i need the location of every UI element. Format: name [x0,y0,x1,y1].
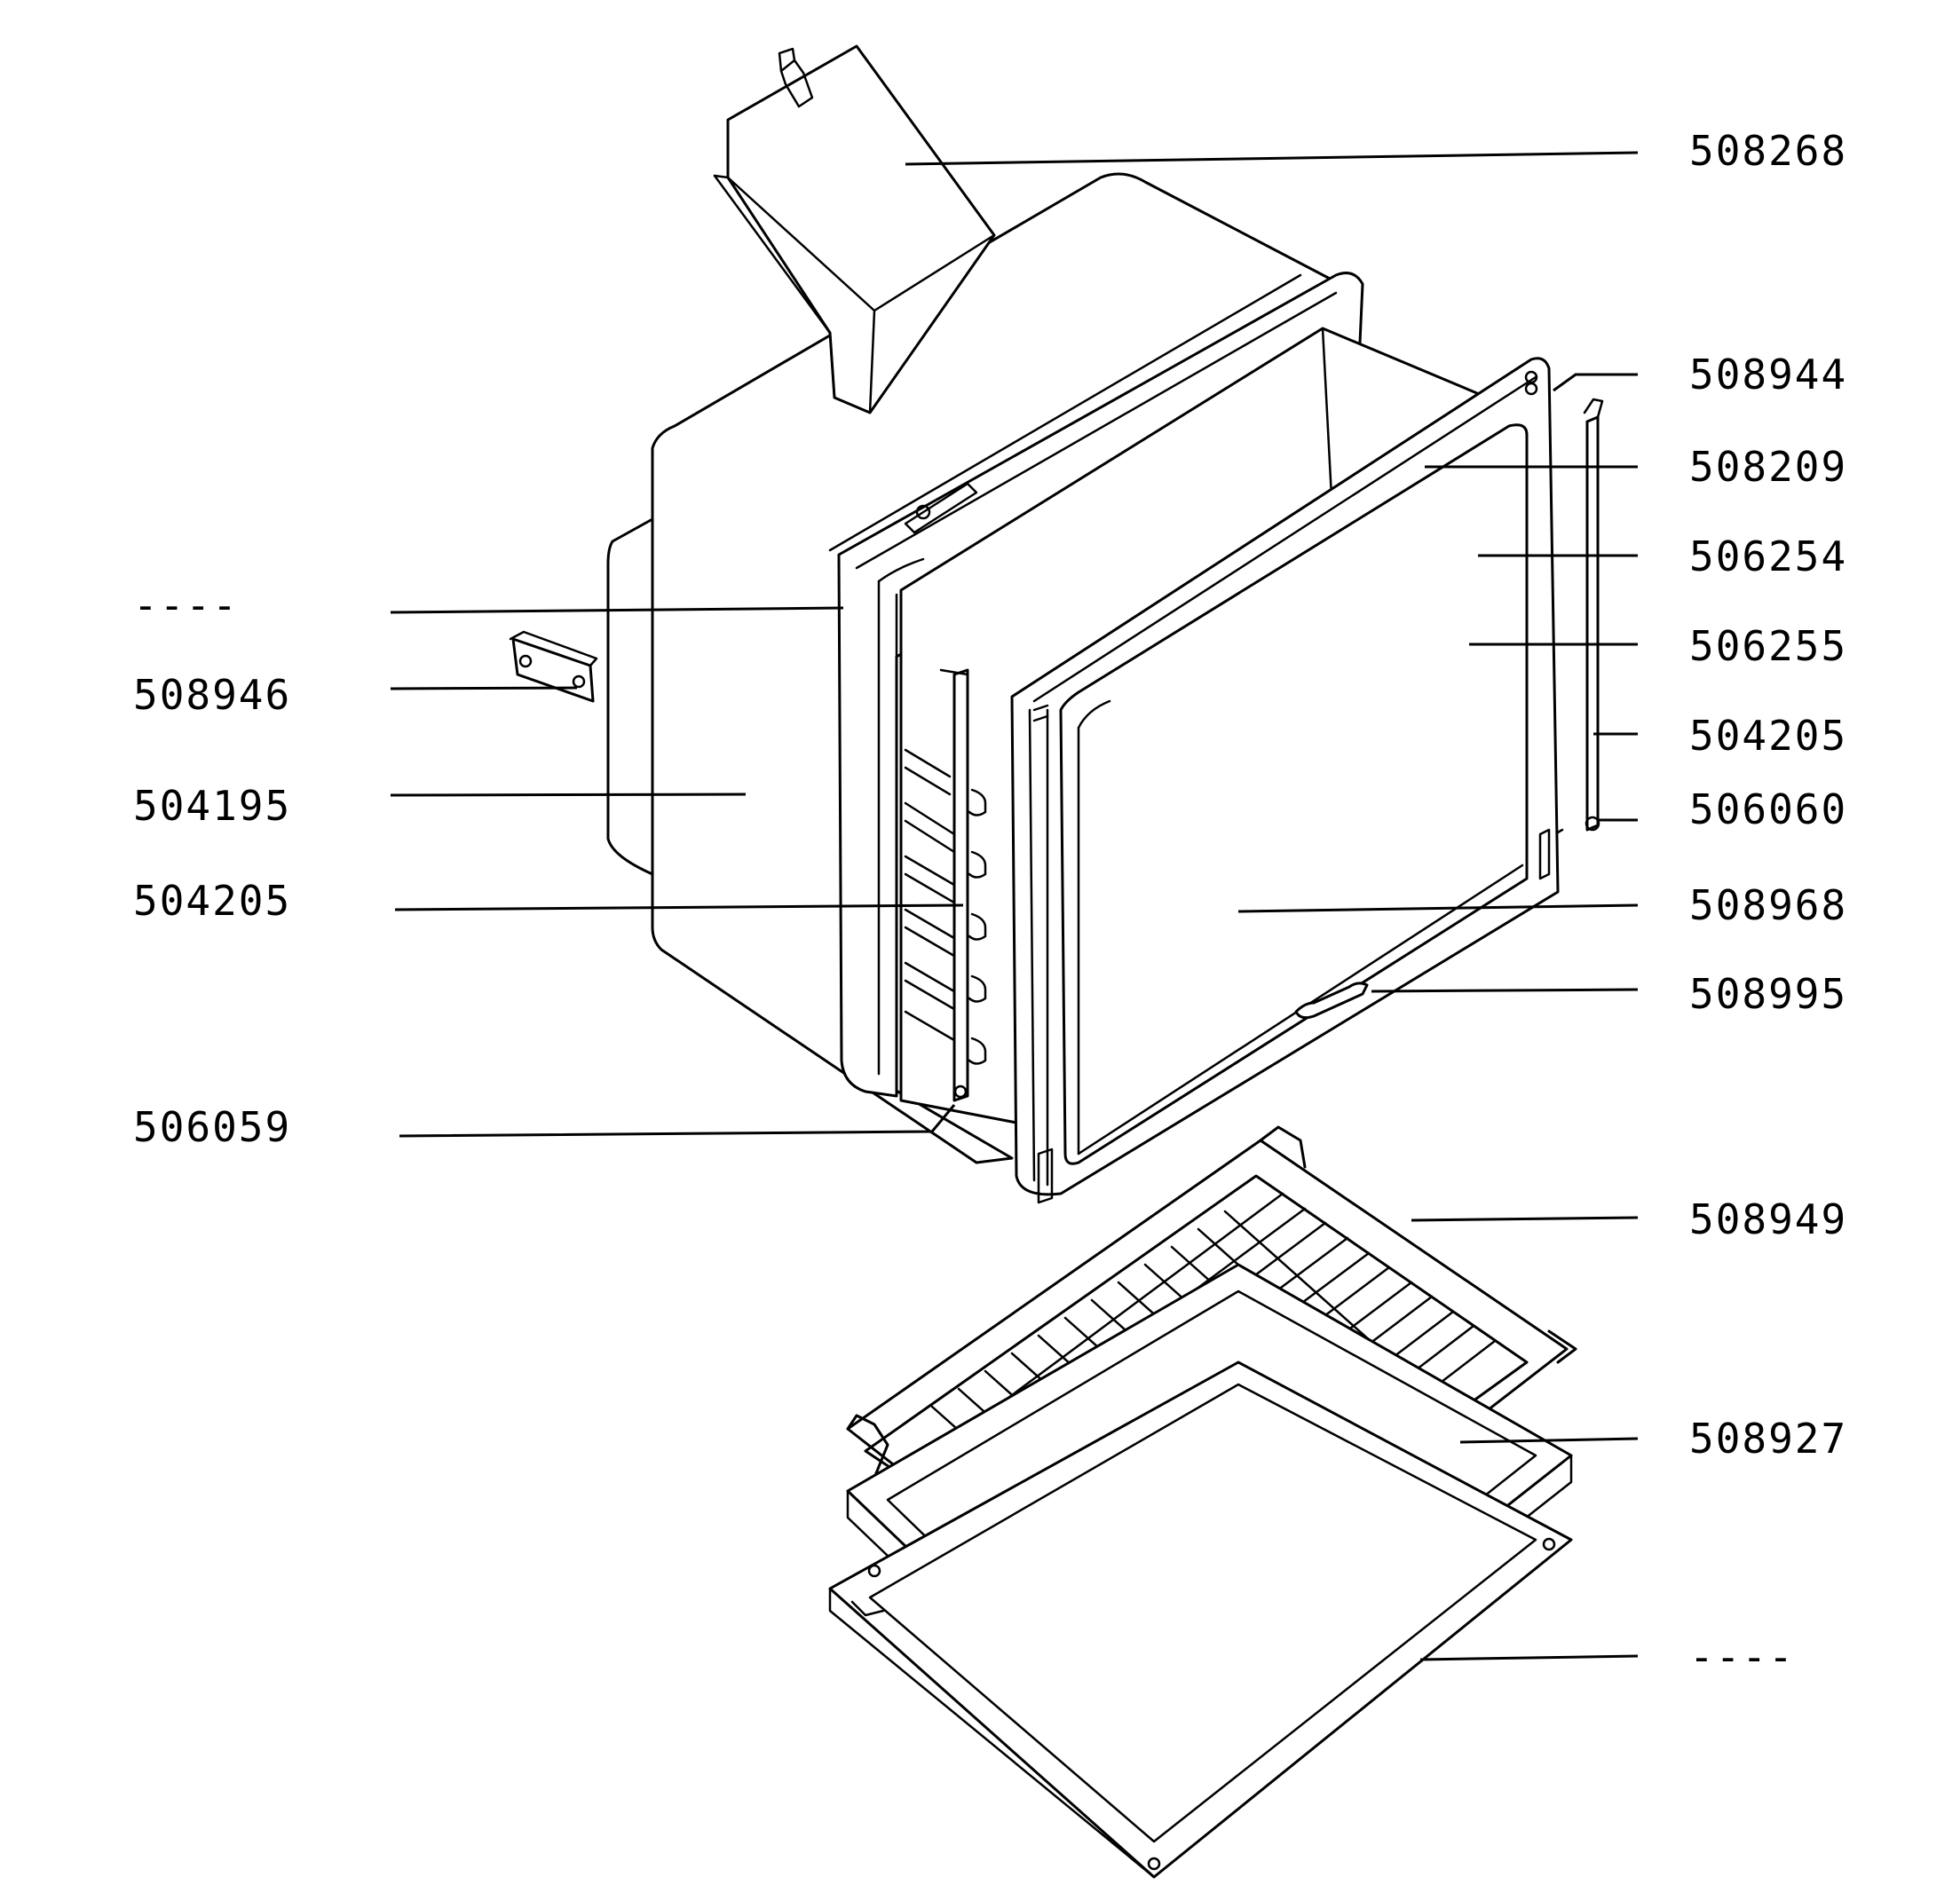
leader-lines [390,151,1639,1661]
left-runner-rail-504205 [939,668,987,1102]
label-508209: 508209 [1689,443,1847,491]
label-504195: 504195 [133,782,291,830]
left-shelf-runners [904,748,960,1045]
label-504205-right: 504205 [1689,712,1847,760]
label-508946: 508946 [133,671,291,719]
top-vent-box-508268 [713,44,996,414]
label-508949: 508949 [1689,1195,1847,1243]
label-508268: 508268 [1689,127,1847,175]
label-506254: 506254 [1689,532,1847,580]
label-506060: 506060 [1689,785,1847,833]
label-508968: 508968 [1689,881,1847,929]
right-runner-rail-504205 [1583,398,1604,832]
label-506255: 506255 [1689,622,1847,670]
label-508944: 508944 [1689,351,1847,398]
label-506059: 506059 [133,1103,291,1151]
label-dash-left: ---- [133,581,239,629]
label-504205-left: 504205 [133,877,291,925]
label-dash-right: ---- [1689,1633,1795,1681]
callout-labels: 508268 508944 508209 506254 506255 50420… [133,127,1847,1681]
front-panel-frame-508209 [1010,357,1560,1204]
label-508927: 508927 [1689,1415,1847,1463]
bottom-panel [828,1361,1573,1879]
hinge-bracket-508946 [509,630,598,703]
label-508995: 508995 [1689,970,1847,1018]
